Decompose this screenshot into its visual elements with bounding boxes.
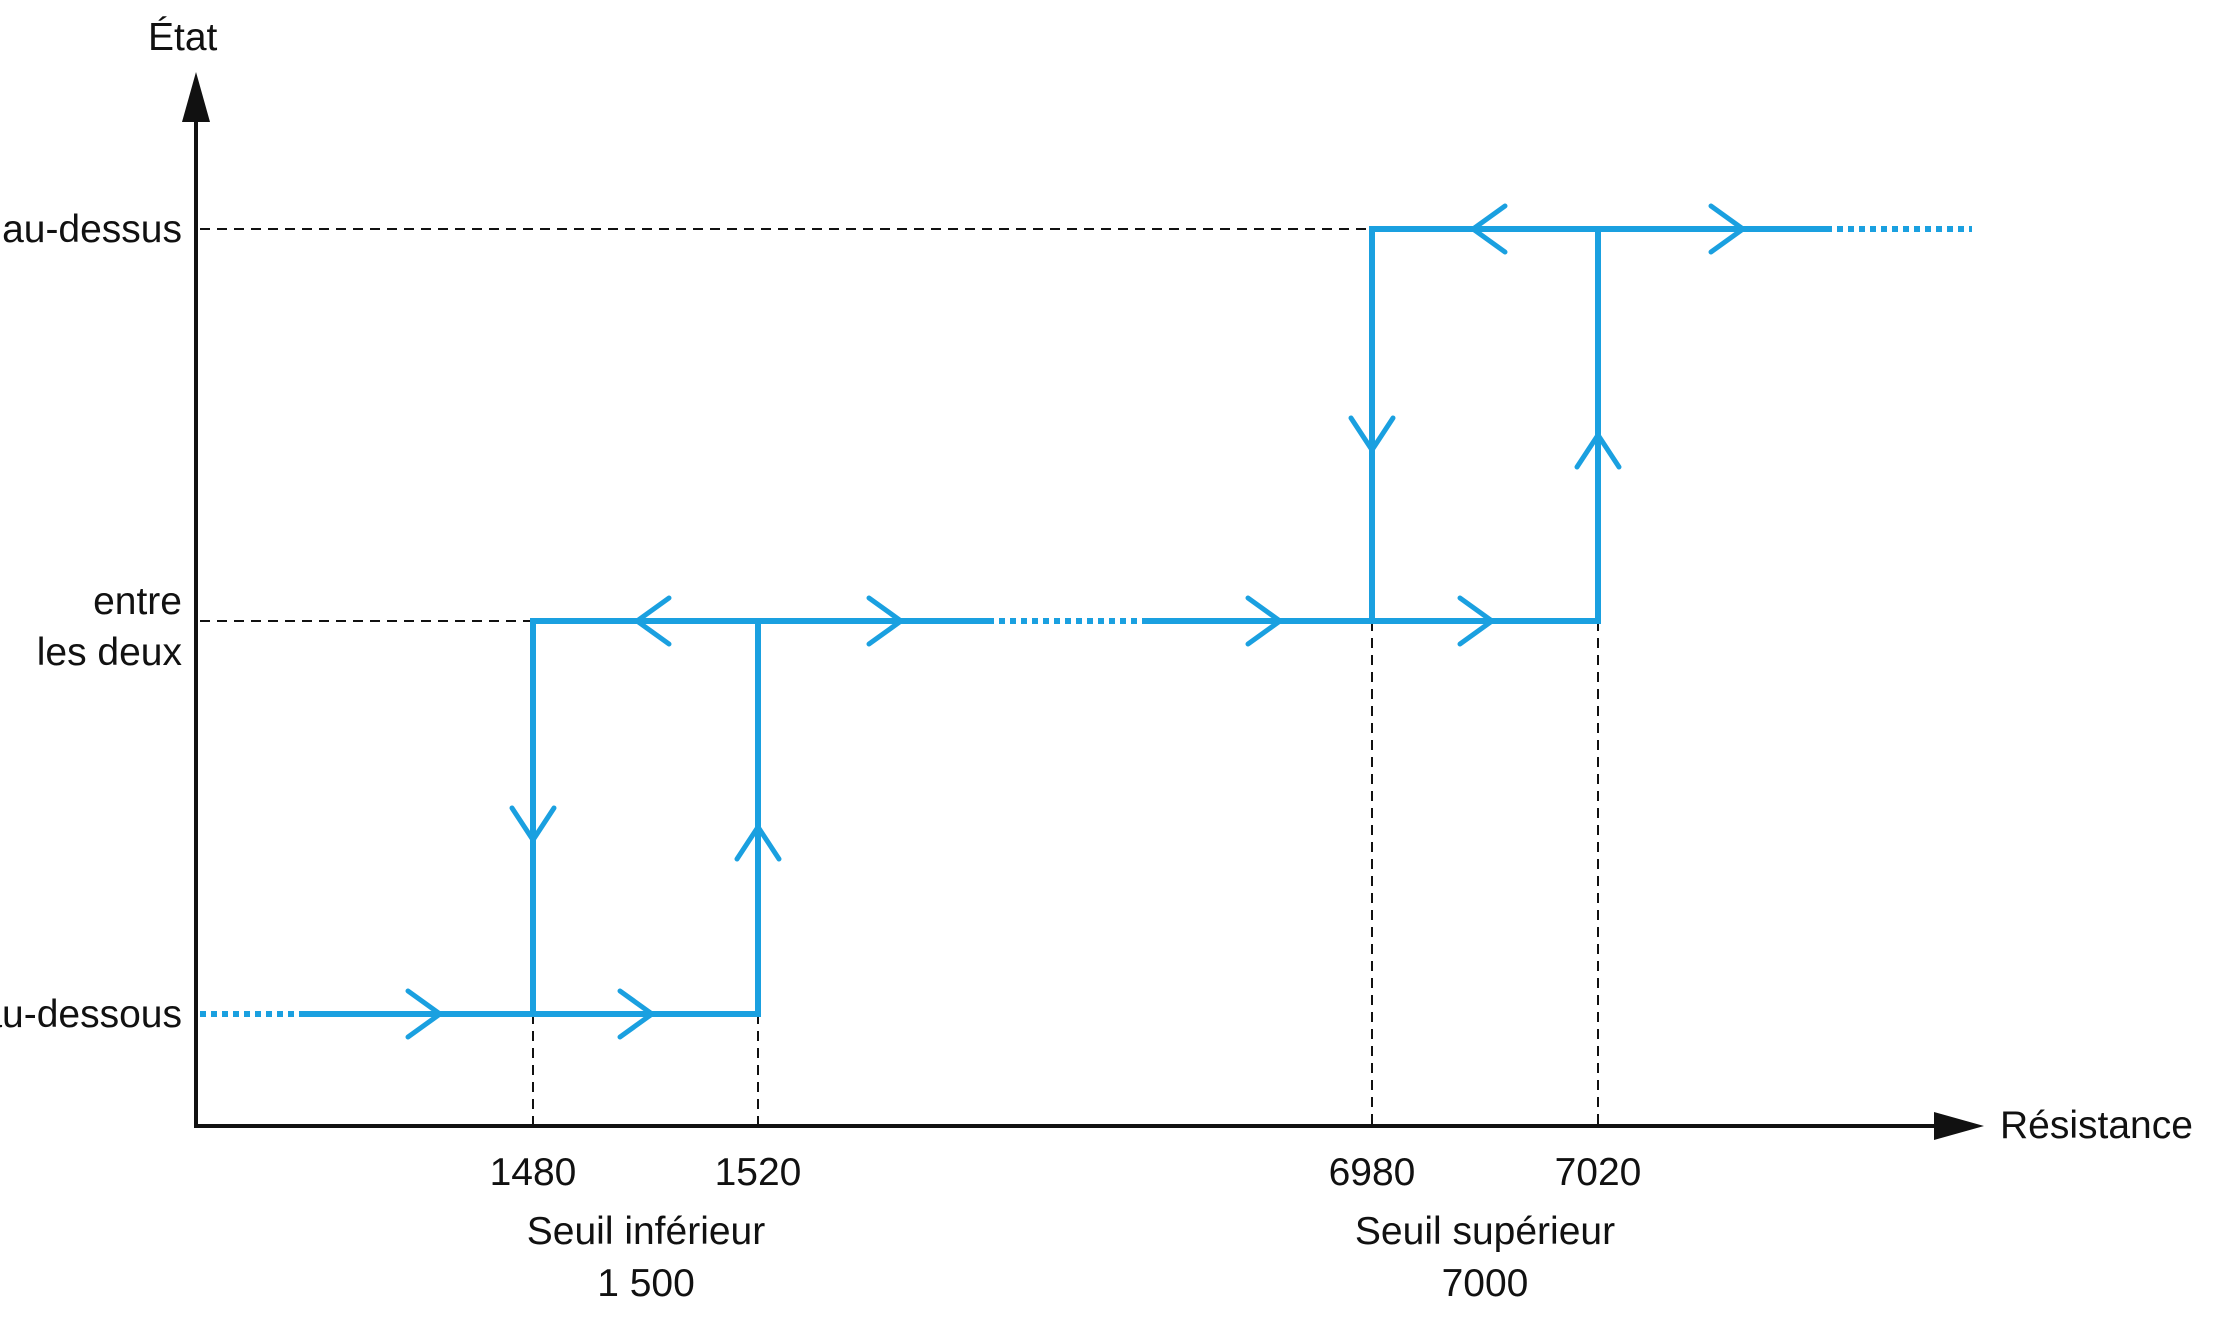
tick-label-7020: 7020 bbox=[1555, 1151, 1642, 1194]
arrow-left-icon bbox=[1470, 203, 1508, 255]
arrow-right-icon bbox=[1708, 203, 1746, 255]
tick-label-6980: 6980 bbox=[1329, 1151, 1416, 1194]
state-label-between-line2: les deux bbox=[37, 631, 183, 674]
arrow-right-icon bbox=[1457, 595, 1495, 647]
arrow-up-icon bbox=[734, 824, 782, 862]
tick-label-1520: 1520 bbox=[715, 1151, 802, 1194]
arrow-right-icon bbox=[1245, 595, 1283, 647]
y-axis-arrow bbox=[182, 72, 210, 122]
state-label-below: au-dessous bbox=[0, 993, 182, 1036]
upper-threshold-value: 7000 bbox=[1442, 1262, 1529, 1305]
upper-threshold-title: Seuil supérieur bbox=[1355, 1210, 1615, 1253]
state-label-above: au-dessus bbox=[2, 208, 182, 251]
axes bbox=[182, 72, 1984, 1140]
arrow-up-icon bbox=[1574, 432, 1622, 470]
arrow-left-icon bbox=[634, 595, 672, 647]
arrow-right-icon bbox=[866, 595, 904, 647]
state-label-between-line1: entre bbox=[93, 580, 182, 623]
hysteresis-path bbox=[200, 226, 1972, 1017]
arrow-right-icon bbox=[617, 988, 655, 1040]
arrow-down-icon bbox=[1348, 415, 1396, 453]
y-axis-label: État bbox=[148, 16, 218, 59]
x-axis-label: Résistance bbox=[2000, 1104, 2193, 1147]
x-axis-arrow bbox=[1934, 1112, 1984, 1140]
direction-arrows bbox=[405, 203, 1746, 1040]
arrow-right-icon bbox=[405, 988, 443, 1040]
arrow-down-icon bbox=[509, 805, 557, 843]
tick-label-1480: 1480 bbox=[490, 1151, 577, 1194]
lower-threshold-value: 1 500 bbox=[597, 1262, 695, 1305]
guide-lines bbox=[200, 228, 1599, 1126]
lower-threshold-title: Seuil inférieur bbox=[527, 1210, 765, 1253]
